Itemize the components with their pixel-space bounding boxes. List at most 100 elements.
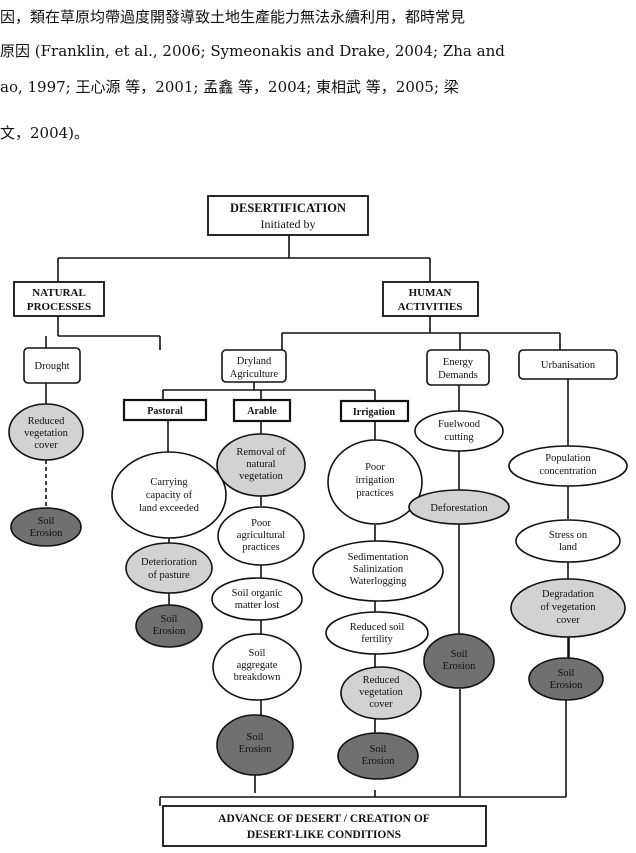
node-soil-erosion-3-line2: Erosion — [239, 744, 272, 755]
box-irrigation: Irrigation — [339, 399, 410, 423]
node-soil-erosion-6-line2: Erosion — [550, 680, 583, 691]
node-fuelwood-line1: Fuelwood — [438, 419, 481, 430]
node-carrying-capacity: Carrying capacity of land exceeded — [111, 451, 227, 539]
box-desertification-line2: Initiated by — [261, 217, 316, 231]
node-reduced-veg-2-line2: vegetation — [359, 687, 403, 698]
node-reduced-vegetation-cover-2: Reduced vegetation cover — [340, 666, 422, 720]
node-soil-erosion-2: Soil Erosion — [135, 604, 203, 648]
node-soil-erosion-3-line1: Soil — [247, 732, 264, 743]
node-fuelwood-line2: cutting — [444, 432, 474, 443]
box-natural-processes: NATURAL PROCESSES — [13, 281, 105, 317]
box-arable-label: Arable — [247, 406, 277, 417]
box-natural-line1: NATURAL — [32, 287, 86, 299]
node-soil-erosion-4: Soil Erosion — [337, 732, 419, 780]
text-line-3: ao, 1997; 王心源 等，2001; 孟鑫 等，2004; 東相武 等，2… — [0, 78, 459, 96]
node-reduced-veg-1-line2: vegetation — [24, 428, 68, 439]
box-dryland-line1: Dryland — [237, 356, 272, 367]
node-removal-line3: vegetation — [239, 471, 283, 482]
node-soil-erosion-5: Soil Erosion — [423, 633, 495, 689]
box-energy-line2: Demands — [438, 370, 478, 381]
node-soil-erosion-1-line2: Erosion — [30, 528, 63, 539]
node-sedimentation-line3: Waterlogging — [350, 576, 408, 587]
paragraph-text: 因，類在草原均帶過度開發導致土地生產能力無法永續利用，都時常見 原因 (Fran… — [0, 0, 636, 150]
node-reduced-soil-fertility: Reduced soil fertility — [325, 611, 429, 655]
box-pastoral: Pastoral — [122, 398, 208, 422]
box-urbanisation-label: Urbanisation — [541, 360, 596, 371]
box-irrigation-label: Irrigation — [353, 407, 396, 418]
box-natural-line2: PROCESSES — [27, 301, 91, 313]
node-reduced-veg-1-line3: cover — [34, 440, 58, 451]
node-stress-line2: land — [559, 542, 578, 553]
box-urbanisation: Urbanisation — [518, 349, 618, 380]
node-stress-on-land: Stress on land — [515, 519, 621, 563]
node-soil-erosion-4-line2: Erosion — [362, 756, 395, 767]
node-degradation-line3: cover — [556, 615, 580, 626]
node-poor-irrigation-practices: Poor irrigation practices — [327, 439, 423, 525]
text-line-4: 文，2004)。 — [0, 124, 90, 142]
node-fertility-line2: fertility — [361, 634, 393, 645]
node-reduced-vegetation-cover-1: Reduced vegetation cover — [8, 403, 84, 461]
node-removal-line2: natural — [246, 459, 275, 470]
node-sedimentation-line1: Sedimentation — [348, 552, 409, 563]
node-poor-irrigation-line3: practices — [356, 488, 393, 499]
node-soil-erosion-2-line2: Erosion — [153, 626, 186, 637]
box-energy-line1: Energy — [443, 357, 474, 368]
node-soil-erosion-1-line1: Soil — [38, 516, 55, 527]
node-deforestation: Deforestation — [408, 489, 510, 525]
node-soil-aggregate-breakdown: Soil aggregate breakdown — [212, 633, 302, 701]
node-carrying-line2: capacity of — [146, 490, 193, 501]
box-arable: Arable — [232, 398, 292, 423]
node-soil-organic-line2: matter lost — [235, 600, 280, 611]
node-soil-erosion-6-line1: Soil — [558, 668, 575, 679]
node-poor-agricultural-practices: Poor agricultural practices — [217, 506, 305, 566]
node-stress-line1: Stress on — [549, 530, 588, 541]
box-desertification-line1: DESERTIFICATION — [230, 201, 346, 215]
node-fuelwood-cutting: Fuelwood cutting — [414, 410, 504, 452]
node-reduced-veg-2-line3: cover — [369, 699, 393, 710]
node-poor-agri-line2: agricultural — [237, 530, 285, 541]
node-soil-erosion-3: Soil Erosion — [216, 714, 294, 776]
node-poor-agri-line1: Poor — [251, 518, 271, 529]
node-poor-agri-line3: practices — [242, 542, 279, 553]
node-carrying-line3: land exceeded — [139, 503, 200, 514]
node-reduced-veg-2-line1: Reduced — [363, 675, 400, 686]
node-soil-erosion-5-line2: Erosion — [443, 661, 476, 672]
box-pastoral-label: Pastoral — [147, 406, 183, 417]
node-deterioration-line2: of pasture — [148, 570, 190, 581]
node-poor-irrigation-line1: Poor — [365, 462, 385, 473]
node-population-line2: concentration — [539, 466, 597, 477]
box-advance-line2: DESERT-LIKE CONDITIONS — [247, 829, 401, 841]
box-drought-label: Drought — [35, 361, 70, 372]
node-soil-organic-matter-lost: Soil organic matter lost — [211, 577, 303, 621]
box-human-activities: HUMAN ACTIVITIES — [382, 281, 479, 317]
node-soil-erosion-5-line1: Soil — [451, 649, 468, 660]
node-soil-aggregate-line2: aggregate — [237, 660, 278, 671]
node-soil-erosion-2-line1: Soil — [161, 614, 178, 625]
node-population-concentration: Population concentration — [508, 445, 628, 487]
node-reduced-veg-1-line1: Reduced — [28, 416, 65, 427]
node-deterioration-of-pasture: Deterioration of pasture — [125, 542, 213, 594]
node-sedimentation-salinization-waterlogging: Sedimentation Salinization Waterlogging — [312, 540, 444, 602]
box-drought: Drought — [23, 347, 81, 384]
box-human-line2: ACTIVITIES — [398, 301, 463, 313]
node-carrying-line1: Carrying — [150, 477, 188, 488]
node-soil-erosion-1: Soil Erosion — [10, 507, 82, 547]
node-soil-erosion-4-line1: Soil — [370, 744, 387, 755]
node-degradation-line1: Degradation — [542, 589, 595, 600]
node-deterioration-line1: Deterioration — [141, 557, 198, 568]
node-population-line1: Population — [545, 453, 591, 464]
box-desertification: DESERTIFICATION Initiated by — [207, 195, 369, 236]
node-soil-organic-line1: Soil organic — [232, 588, 283, 599]
node-soil-aggregate-line1: Soil — [249, 648, 266, 659]
node-soil-erosion-6: Soil Erosion — [528, 657, 604, 701]
node-degradation-line2: of vegetation — [540, 602, 596, 613]
node-fertility-line1: Reduced soil — [350, 622, 405, 633]
box-dryland-line2: Agriculture — [230, 369, 279, 380]
node-removal-line1: Removal of — [236, 447, 286, 458]
node-deforestation-line1: Deforestation — [430, 503, 488, 514]
connectors — [45, 235, 570, 806]
text-line-1: 因，類在草原均帶過度開發導致土地生產能力無法永續利用，都時常見 — [0, 8, 466, 26]
box-advance-line1: ADVANCE OF DESERT / CREATION OF — [218, 813, 430, 825]
node-degradation-of-vegetation-cover: Degradation of vegetation cover — [510, 578, 626, 638]
